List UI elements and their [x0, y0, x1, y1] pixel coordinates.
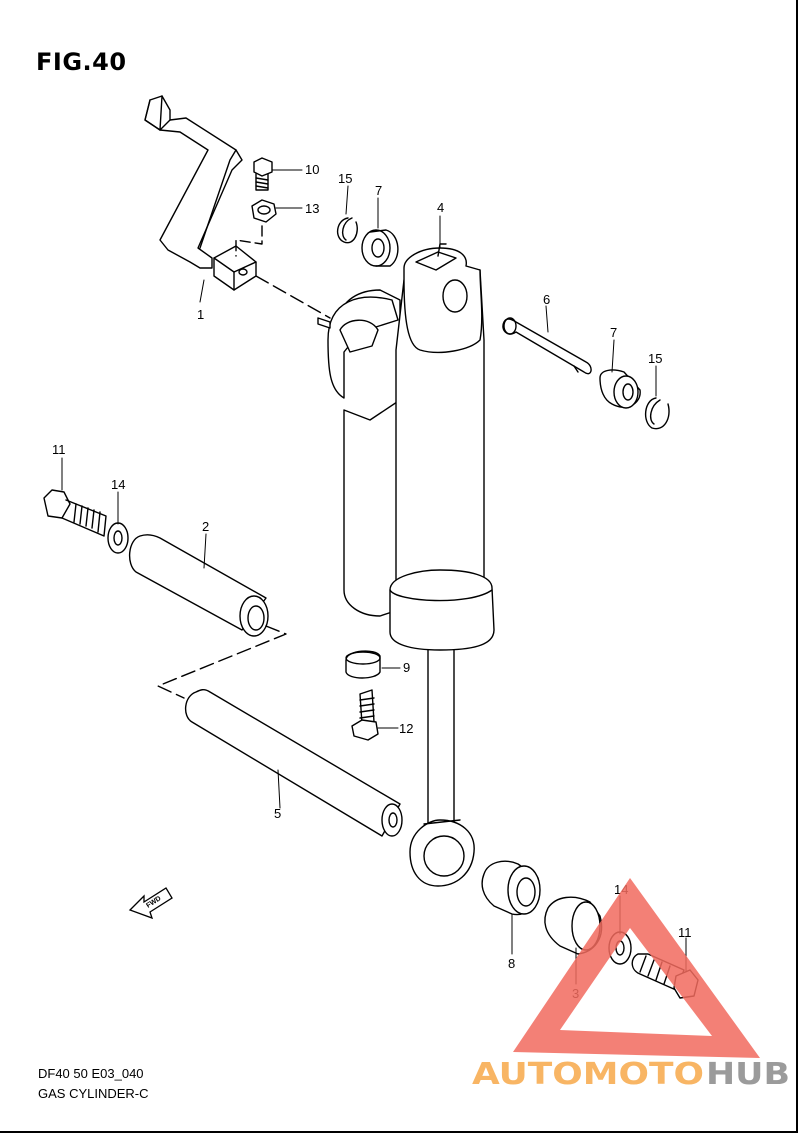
part-15-circlip-top [337, 217, 358, 244]
watermark-text-orange: AUTOMOTO [472, 1057, 704, 1092]
watermark-text-gray: HUB [706, 1057, 790, 1092]
part-12-bolt [351, 689, 379, 741]
callout-label: 14 [111, 477, 125, 492]
callout-label: 5 [274, 806, 281, 821]
figure-title: FIG.40 [36, 48, 127, 76]
part-2-sleeve [129, 533, 287, 699]
part-4-gas-cylinder [317, 243, 495, 887]
watermark-logo: AUTOMOTO HUB [472, 878, 790, 1092]
part-10-bolt [253, 157, 273, 191]
callout-label: 2 [202, 519, 209, 534]
callout-label: 7 [610, 325, 617, 340]
callout-label: 9 [403, 660, 410, 675]
part-8-bushing [481, 860, 541, 916]
callout-label: 13 [305, 201, 319, 216]
part-11-bolt-left [43, 489, 107, 537]
part-9-nut [345, 650, 381, 679]
part-14-washer-left [107, 522, 129, 554]
part-6-pin [502, 317, 592, 375]
callout-label: 10 [305, 162, 319, 177]
part-7-bushing-top [361, 229, 399, 267]
part-13-nut [235, 199, 277, 257]
callout-label: 11 [678, 925, 692, 940]
callout-label: 1 [197, 307, 204, 322]
part-5-long-sleeve [185, 689, 403, 837]
callout-label: 7 [375, 183, 382, 198]
callout-label: 6 [543, 292, 550, 307]
callout-label: 4 [437, 200, 444, 215]
watermark-triangle-icon [513, 878, 760, 1058]
part-1-bracket [144, 95, 331, 319]
part-7-bushing-right [599, 369, 641, 409]
callout-label: 8 [508, 956, 515, 971]
fwd-arrow-icon: FWD [128, 887, 173, 920]
figure-code: DF40 50 E03_040 [38, 1066, 144, 1081]
callout-label: 12 [399, 721, 413, 736]
part-15-circlip-right [645, 397, 670, 430]
callout-label: 15 [338, 171, 352, 186]
figure-name: GAS CYLINDER-C [38, 1086, 149, 1101]
callout-label: 11 [52, 442, 66, 457]
callout-label: 15 [648, 351, 662, 366]
